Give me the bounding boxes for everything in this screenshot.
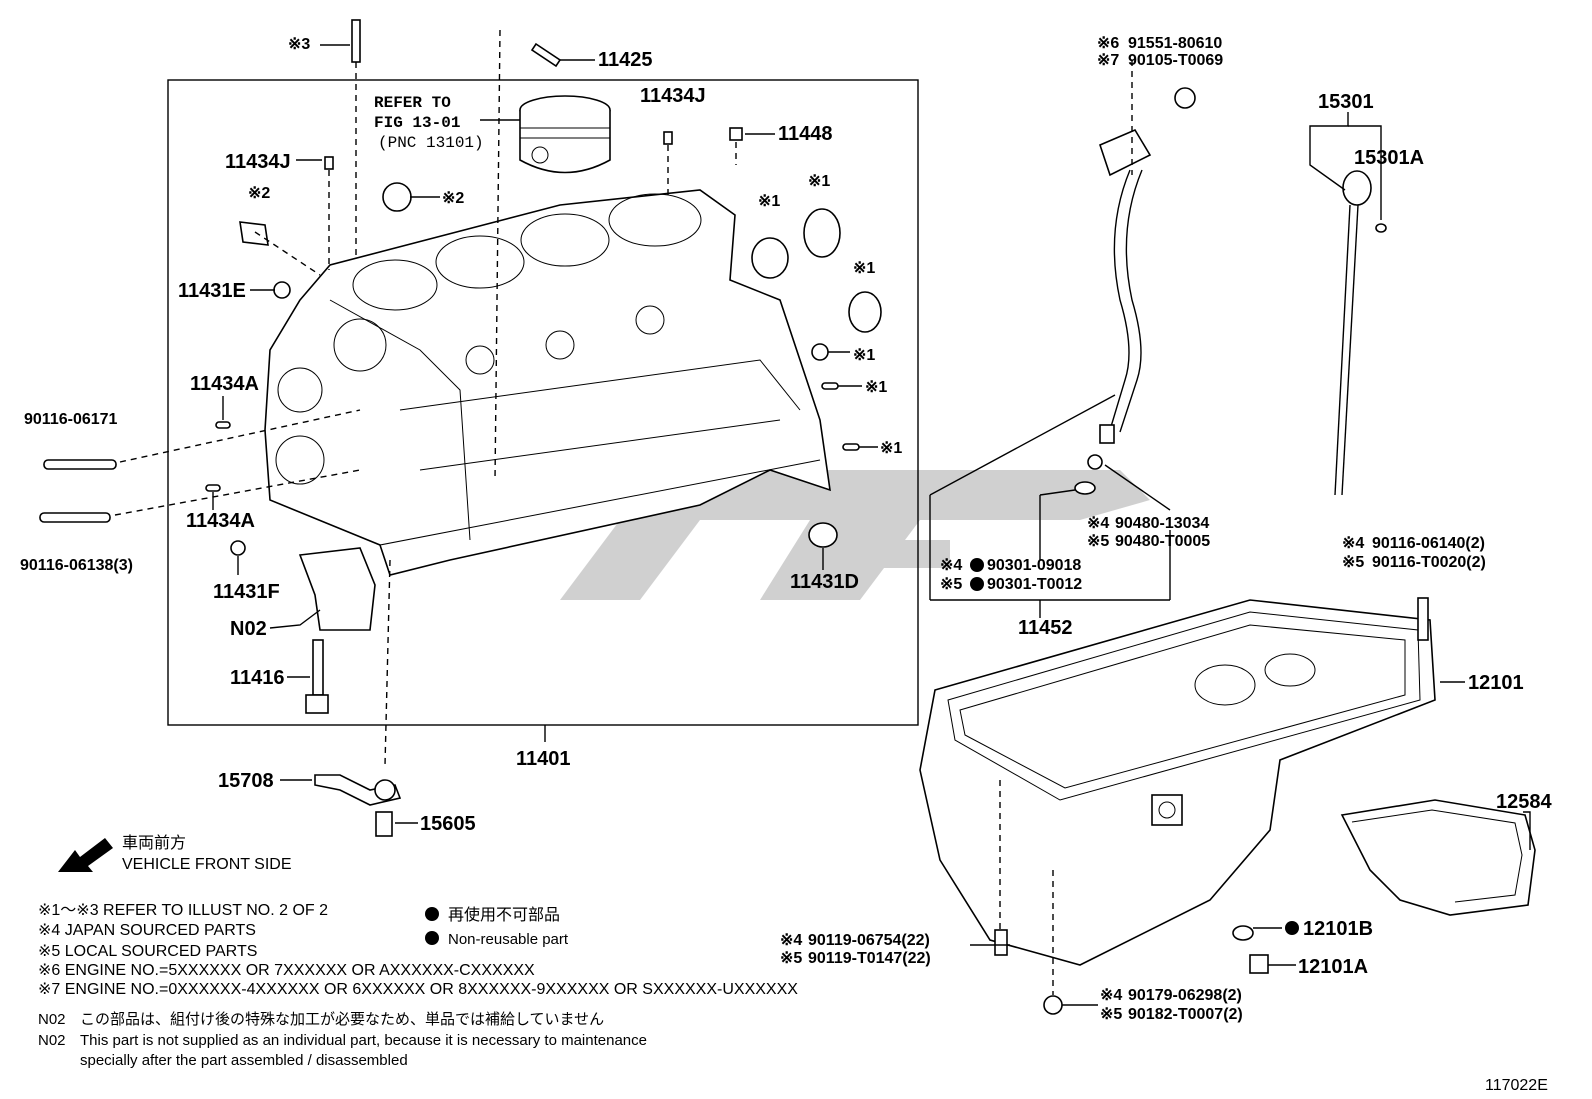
n02-note-en-1: This part is not supplied as an individu… (80, 1032, 647, 1049)
dipstick-guide-drawing (929, 60, 1196, 618)
piston-drawing (519, 95, 611, 174)
ref-1-label-d: ※1 (853, 347, 875, 364)
part-15605: 15605 (420, 813, 476, 835)
front-label-jp: 車両前方 (122, 834, 186, 852)
stud-ref-5: ※5 (1342, 554, 1364, 571)
front-label-en: VEHICLE FRONT SIDE (122, 856, 292, 873)
bolt-part-4: 90119-06754(22) (808, 932, 930, 949)
n02-label: N02 (38, 1011, 66, 1028)
nonreusable-dot-icon (425, 907, 439, 921)
nonreusable-en: Non-reusable part (448, 931, 569, 948)
leader-lines-block (114, 29, 878, 766)
nut-ref-5: ※5 (1100, 1006, 1122, 1023)
part-11434A-bottom: 11434A (186, 510, 255, 532)
part-12584: 12584 (1496, 791, 1552, 813)
part-11416: 11416 (230, 667, 285, 689)
ref-1-label-a: ※1 (758, 193, 780, 210)
part-90116-06171: 90116-06171 (24, 411, 118, 428)
part-11425: 11425 (598, 49, 653, 71)
nonreusable-jp: 再使用不可部品 (448, 906, 560, 924)
oring-part-5: 90480-T0005 (1115, 533, 1210, 550)
cylinder-block-drawing (264, 189, 831, 576)
part-11448: 11448 (778, 123, 833, 145)
oil-pressure-parts (280, 774, 418, 837)
ref-1-label-c: ※1 (853, 260, 875, 277)
nonreusable-dot-icon (425, 931, 439, 945)
block-assembly-frame (167, 79, 919, 726)
n02-label-2: N02 (38, 1032, 66, 1049)
ref-2-label-b: ※2 (442, 190, 464, 207)
gauge-part-7: 90105-T0069 (1128, 52, 1223, 69)
refer-to-line3: (PNC 13101) (378, 134, 484, 152)
part-11431E: 11431E (178, 280, 246, 302)
stud-part-4: 90116-06140(2) (1372, 535, 1485, 552)
note-ref-5: ※5 LOCAL SOURCED PARTS (38, 943, 257, 960)
ref-1-label-b: ※1 (808, 173, 830, 190)
stud-part-5: 90116-T0020(2) (1372, 554, 1486, 571)
nut-part-5: 90182-T0007(2) (1128, 1006, 1243, 1023)
part-11431F: 11431F (213, 581, 280, 603)
ref-1-label-e: ※1 (865, 379, 887, 396)
part-12101A: 12101A (1298, 956, 1368, 978)
bolt-part-5: 90119-T0147(22) (808, 950, 931, 967)
part-N02: N02 (230, 618, 267, 640)
nut-part-4: 90179-06298(2) (1128, 987, 1242, 1004)
bolt-ref-4: ※4 (780, 932, 802, 949)
note-ref-4: ※4 JAPAN SOURCED PARTS (38, 922, 256, 939)
seal-part-5: 90301-T0012 (987, 576, 1082, 593)
refer-to-line1: REFER TO (374, 94, 451, 112)
nonreusable-dot-icon (970, 558, 984, 572)
oring-ref-4: ※4 (1087, 515, 1109, 532)
ref-3-label: ※3 (288, 36, 310, 53)
dipstick-drawing (1309, 112, 1387, 496)
part-11434J-left: 11434J (225, 151, 291, 173)
refer-to-line2: FIG 13-01 (374, 114, 460, 132)
gauge-ref-6: ※6 (1097, 35, 1119, 52)
illustration-number: 117022E (1485, 1077, 1548, 1094)
seal-ref-5: ※5 (940, 576, 962, 593)
ref-2-label-a: ※2 (248, 185, 270, 202)
note-ref-7: ※7 ENGINE NO.=0XXXXXX-4XXXXXX OR 6XXXXXX… (38, 981, 798, 998)
part-11452: 11452 (1018, 617, 1073, 639)
part-11401: 11401 (516, 748, 571, 770)
note-ref-1-3: ※1～※3 REFER TO ILLUST NO. 2 OF 2 (38, 902, 328, 919)
oring-ref-5: ※5 (1087, 533, 1109, 550)
part-11434A-top: 11434A (190, 373, 259, 395)
part-15301: 15301 (1318, 91, 1374, 113)
oring-part-4: 90480-13034 (1115, 515, 1209, 532)
part-12101B: 12101B (1303, 918, 1373, 940)
n02-note-jp: この部品は、組付け後の特殊な加工が必要なため、単品では補給していません (80, 1011, 604, 1028)
n02-note-en-2: specially after the part assembled / dis… (80, 1052, 408, 1069)
seal-ref-4: ※4 (940, 557, 962, 574)
oil-pan-drawing (919, 597, 1465, 1015)
bolt-ref-5: ※5 (780, 950, 802, 967)
note-ref-6: ※6 ENGINE NO.=5XXXXXX OR 7XXXXXX OR AXXX… (38, 962, 535, 979)
gauge-ref-7: ※7 (1097, 52, 1119, 69)
part-12101: 12101 (1468, 672, 1524, 694)
part-90116-06138: 90116-06138(3) (20, 557, 133, 574)
seal-part-4: 90301-09018 (987, 557, 1081, 574)
stud-ref-4: ※4 (1342, 535, 1364, 552)
gauge-part-6: 91551-80610 (1128, 35, 1222, 52)
part-11434J-top: 11434J (640, 85, 706, 107)
part-11431D: 11431D (790, 571, 859, 593)
nut-ref-4: ※4 (1100, 987, 1122, 1004)
ref-1-label-f: ※1 (880, 440, 902, 457)
block-small-parts (39, 19, 882, 714)
vehicle-front-arrow-icon (58, 838, 113, 872)
nonreusable-dot-icon (970, 577, 984, 591)
part-15708: 15708 (218, 770, 274, 792)
part-15301A: 15301A (1354, 147, 1424, 169)
baffle-plate-drawing (1340, 799, 1536, 916)
nonreusable-dot-icon (1285, 921, 1299, 935)
